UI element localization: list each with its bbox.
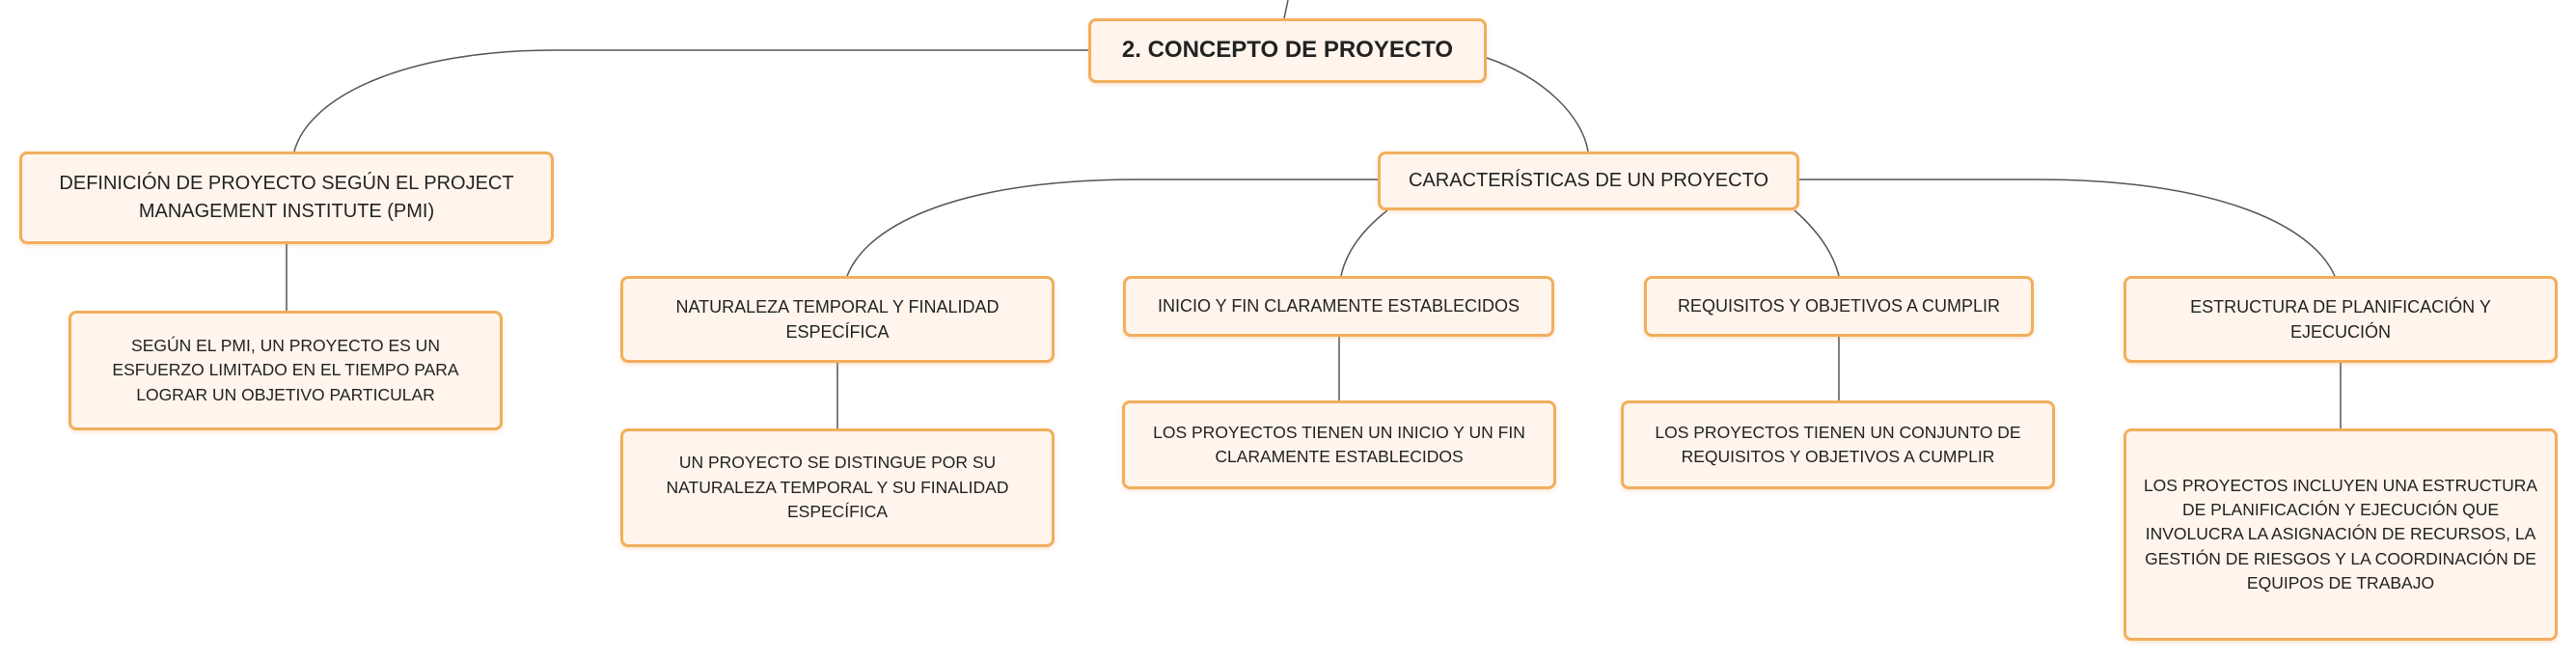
estructura-node-label: ESTRUCTURA DE PLANIFICACIÓN Y EJECUCIÓN	[2190, 296, 2491, 342]
requisitos-detail-node[interactable]: LOS PROYECTOS TIENEN UN CONJUNTO DE REQU…	[1621, 400, 2055, 489]
naturaleza-node[interactable]: NATURALEZA TEMPORAL Y FINALIDAD ESPECÍFI…	[620, 276, 1055, 363]
definition-detail-label: SEGÚN EL PMI, UN PROYECTO ES UN ESFUERZO…	[112, 335, 459, 404]
inicio-fin-detail-node[interactable]: LOS PROYECTOS TIENEN UN INICIO Y UN FIN …	[1122, 400, 1556, 489]
root-node-label: 2. CONCEPTO DE PROYECTO	[1121, 37, 1454, 64]
connector-characteristics-estructura	[1799, 179, 2336, 277]
naturaleza-node-label: NATURALEZA TEMPORAL Y FINALIDAD ESPECÍFI…	[675, 296, 1000, 342]
connector-characteristics-inicio	[1340, 209, 1388, 277]
requisitos-node-label: REQUISITOS Y OBJETIVOS A CUMPLIR	[1677, 296, 2001, 317]
naturaleza-detail-node[interactable]: UN PROYECTO SE DISTINGUE POR SU NATURALE…	[620, 428, 1055, 547]
definition-node-label: DEFINICIÓN DE PROYECTO SEGÚN EL PROJECT …	[59, 173, 514, 222]
connector-characteristics-requisitos	[1794, 209, 1840, 277]
connector-root-definition	[293, 49, 1088, 152]
requisitos-node[interactable]: REQUISITOS Y OBJETIVOS A CUMPLIR	[1644, 276, 2034, 337]
definition-detail-node[interactable]: SEGÚN EL PMI, UN PROYECTO ES UN ESFUERZO…	[69, 311, 503, 430]
characteristics-node[interactable]: CARACTERÍSTICAS DE UN PROYECTO	[1378, 151, 1799, 210]
connector-root-characteristics	[1486, 57, 1589, 152]
definition-node[interactable]: DEFINICIÓN DE PROYECTO SEGÚN EL PROJECT …	[19, 151, 554, 244]
estructura-node[interactable]: ESTRUCTURA DE PLANIFICACIÓN Y EJECUCIÓN	[2124, 276, 2558, 363]
inicio-fin-node-label: INICIO Y FIN CLARAMENTE ESTABLECIDOS	[1157, 296, 1521, 317]
characteristics-node-label: CARACTERÍSTICAS DE UN PROYECTO	[1408, 170, 1769, 191]
inicio-fin-detail-label: LOS PROYECTOS TIENEN UN INICIO Y UN FIN …	[1153, 422, 1525, 466]
estructura-detail-label: LOS PROYECTOS INCLUYEN UNA ESTRUCTURA DE…	[2143, 475, 2538, 593]
connector-root-parent	[1283, 0, 1289, 19]
inicio-fin-node[interactable]: INICIO Y FIN CLARAMENTE ESTABLECIDOS	[1123, 276, 1554, 337]
naturaleza-detail-label: UN PROYECTO SE DISTINGUE POR SU NATURALE…	[666, 453, 1009, 522]
root-node[interactable]: 2. CONCEPTO DE PROYECTO	[1088, 18, 1487, 83]
connector-characteristics-naturaleza	[846, 179, 1378, 277]
requisitos-detail-label: LOS PROYECTOS TIENEN UN CONJUNTO DE REQU…	[1655, 422, 2021, 466]
estructura-detail-node[interactable]: LOS PROYECTOS INCLUYEN UNA ESTRUCTURA DE…	[2124, 428, 2558, 641]
